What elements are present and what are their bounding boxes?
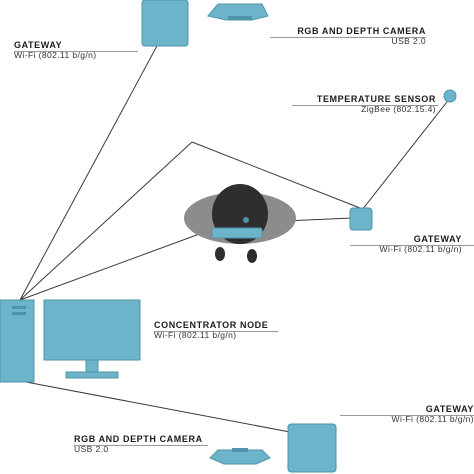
label-subtitle: USB 2.0 (74, 444, 109, 454)
camera-icon (209, 448, 271, 465)
label-title: GATEWAY (14, 40, 63, 50)
gateway-icon (141, 0, 189, 47)
label-title: RGB AND DEPTH CAMERA (297, 26, 426, 36)
computer-tower-icon (0, 299, 35, 383)
link-camera-to-concentrator (19, 221, 233, 301)
divider (350, 245, 474, 246)
person-icon (184, 184, 296, 263)
gateway-icon (349, 207, 373, 231)
camera-icon (207, 3, 269, 21)
divider (154, 331, 278, 332)
gateway-icon (287, 423, 337, 473)
label-temperature-sensor: TEMPERATURE SENSOR ZigBee (802.15.4) (292, 94, 436, 114)
label-title: TEMPERATURE SENSOR (316, 94, 436, 104)
label-title: GATEWAY (425, 404, 474, 414)
link-top-gateway-to-concentrator (19, 43, 159, 301)
label-concentrator-node: CONCENTRATOR NODE Wi-Fi (802.11 b/g/n) (154, 320, 268, 340)
label-title: GATEWAY (413, 234, 462, 244)
link-person-to-gateway (191, 141, 361, 209)
label-gateway-top: GATEWAY Wi-Fi (802.11 b/g/n) (14, 40, 96, 60)
divider (340, 415, 474, 416)
sensor-icon (443, 89, 457, 103)
divider (292, 105, 438, 106)
label-subtitle: Wi-Fi (802.11 b/g/n) (391, 414, 474, 424)
link-person-to-concentrator (19, 141, 193, 301)
label-subtitle: Wi-Fi (802.11 b/g/n) (14, 50, 97, 60)
label-camera-top: RGB AND DEPTH CAMERA USB 2.0 (280, 26, 426, 46)
label-camera-bottom: RGB AND DEPTH CAMERA USB 2.0 (74, 434, 203, 454)
label-gateway-bottom: GATEWAY Wi-Fi (802.11 b/g/n) (340, 404, 474, 424)
label-subtitle: ZigBee (802.15.4) (361, 104, 436, 114)
label-gateway-mid: GATEWAY Wi-Fi (802.11 b/g/n) (350, 234, 462, 254)
label-subtitle: USB 2.0 (391, 36, 426, 46)
monitor-icon (43, 299, 141, 379)
link-sensor-to-gateway (361, 97, 451, 211)
divider (270, 37, 426, 38)
connection-lines (19, 43, 451, 433)
divider (74, 445, 208, 446)
label-title: RGB AND DEPTH CAMERA (74, 434, 203, 444)
link-concentrator-to-bottom-gateway (25, 381, 291, 433)
label-subtitle: Wi-Fi (802.11 b/g/n) (154, 330, 237, 340)
label-title: CONCENTRATOR NODE (154, 320, 269, 330)
divider (14, 51, 138, 52)
label-subtitle: Wi-Fi (802.11 b/g/n) (379, 244, 462, 254)
